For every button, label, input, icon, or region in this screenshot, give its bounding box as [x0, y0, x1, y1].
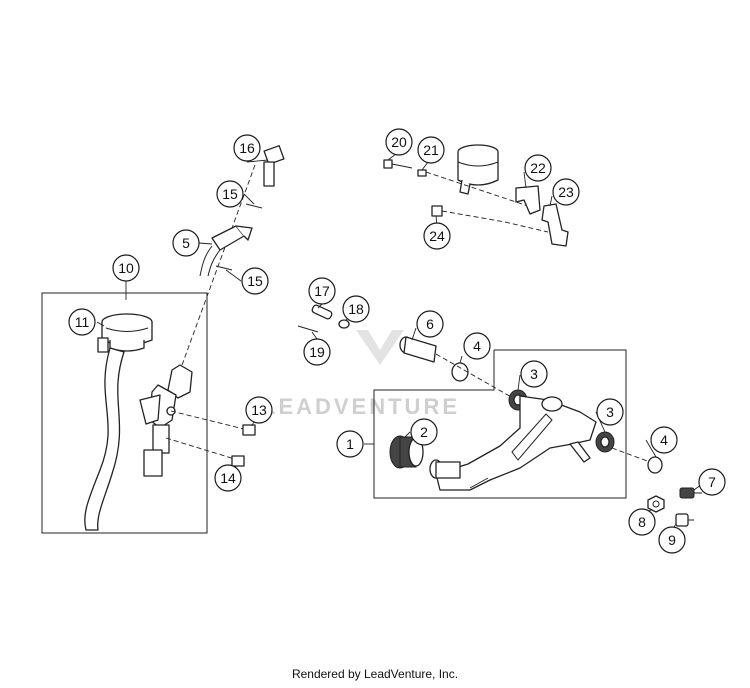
callout-21: 21 [417, 136, 445, 164]
bushing-3-right [595, 431, 615, 453]
callout-10: 10 [112, 254, 140, 282]
washer-4-left [451, 362, 469, 382]
callout-7: 7 [698, 468, 726, 496]
bolt-14-guide [165, 437, 239, 461]
svg-text:21: 21 [423, 142, 439, 158]
bolt-9 [675, 513, 694, 527]
reservoir-hose [84, 347, 125, 531]
callout-23: 23 [552, 178, 580, 206]
callout-8: 8 [628, 508, 656, 536]
top-bolt-24 [431, 205, 549, 233]
washer-4-right [647, 456, 663, 474]
callout-17: 17 [308, 277, 336, 305]
svg-text:20: 20 [391, 134, 407, 150]
svg-text:7: 7 [708, 474, 716, 490]
watermark-logo-icon [356, 330, 404, 365]
pin-17 [311, 304, 333, 320]
top-bolt-20 [383, 159, 413, 169]
callout-24: 24 [423, 222, 451, 250]
callout-3-right: 3 [596, 398, 624, 426]
pivot-axis-right [611, 447, 651, 463]
bracket-22 [515, 185, 541, 215]
svg-text:15: 15 [247, 273, 263, 289]
svg-text:1: 1 [346, 436, 354, 452]
callout-4-right: 4 [650, 426, 678, 454]
callout-22: 22 [524, 154, 552, 182]
callout-14: 14 [214, 464, 242, 492]
nut-8 [647, 495, 665, 513]
bolt-14 [231, 455, 245, 467]
bracket-23 [541, 203, 569, 247]
top-washer-21 [417, 169, 427, 177]
callout-18: 18 [342, 295, 370, 323]
svg-text:4: 4 [660, 432, 668, 448]
callout-16: 16 [233, 134, 261, 162]
cotter-pin-19 [297, 325, 319, 333]
callout-1: 1 [336, 430, 364, 458]
callout-19: 19 [303, 338, 331, 366]
svg-text:14: 14 [220, 470, 236, 486]
banjo-fitting-5 [199, 225, 253, 277]
pivot-axis [435, 353, 521, 403]
callout-13: 13 [245, 396, 273, 424]
svg-text:15: 15 [222, 186, 238, 202]
top-reservoir [457, 144, 499, 195]
callout-5: 5 [172, 229, 200, 257]
bolt-13-guide [170, 410, 249, 431]
callout-3-top: 3 [520, 360, 548, 388]
svg-text:4: 4 [473, 338, 481, 354]
svg-text:13: 13 [251, 402, 267, 418]
watermark-text: LEADVENTURE [262, 394, 460, 419]
footer-credit: Rendered by LeadVenture, Inc. [291, 667, 459, 681]
callout-6: 6 [416, 310, 444, 338]
leader-lines [96, 141, 703, 535]
pedal-tip [429, 459, 461, 479]
callout-9: 9 [658, 526, 686, 554]
master-cylinder-group-box [41, 292, 208, 534]
seal-washer-15-bottom [215, 265, 233, 271]
callout-15-top: 15 [216, 180, 244, 208]
callout-20: 20 [385, 128, 413, 156]
svg-text:24: 24 [429, 228, 445, 244]
callout-15-bottom: 15 [241, 267, 269, 295]
svg-text:18: 18 [348, 301, 364, 317]
svg-text:2: 2 [420, 424, 428, 440]
top-mount-axis [425, 171, 541, 211]
svg-text:10: 10 [118, 260, 134, 276]
svg-text:5: 5 [182, 235, 190, 251]
svg-text:19: 19 [309, 344, 325, 360]
pivot-bolt-6 [399, 336, 437, 363]
seal-washer-15-top [245, 203, 263, 209]
svg-text:23: 23 [558, 184, 574, 200]
callout-11: 11 [68, 308, 96, 336]
pedal-rubber-2 [389, 435, 424, 469]
brake-pedal [435, 395, 597, 491]
svg-text:6: 6 [426, 316, 434, 332]
callout-2: 2 [410, 418, 438, 446]
watermark: LEADVENTURE [262, 330, 460, 419]
svg-text:9: 9 [668, 532, 676, 548]
svg-text:16: 16 [239, 140, 255, 156]
svg-text:17: 17 [314, 283, 330, 299]
callout-4-top: 4 [463, 332, 491, 360]
washer-18 [338, 319, 350, 329]
master-cylinder [139, 364, 193, 477]
banjo-fitting-16 [263, 145, 285, 187]
svg-text:3: 3 [606, 404, 614, 420]
svg-text:11: 11 [75, 314, 90, 330]
brake-pedal-group-box [373, 349, 627, 499]
fitting-7 [679, 487, 702, 499]
svg-text:22: 22 [530, 160, 546, 176]
svg-text:3: 3 [530, 366, 538, 382]
bolt-13 [242, 424, 256, 436]
reservoir-assembly [97, 313, 153, 353]
svg-text:8: 8 [638, 514, 646, 530]
